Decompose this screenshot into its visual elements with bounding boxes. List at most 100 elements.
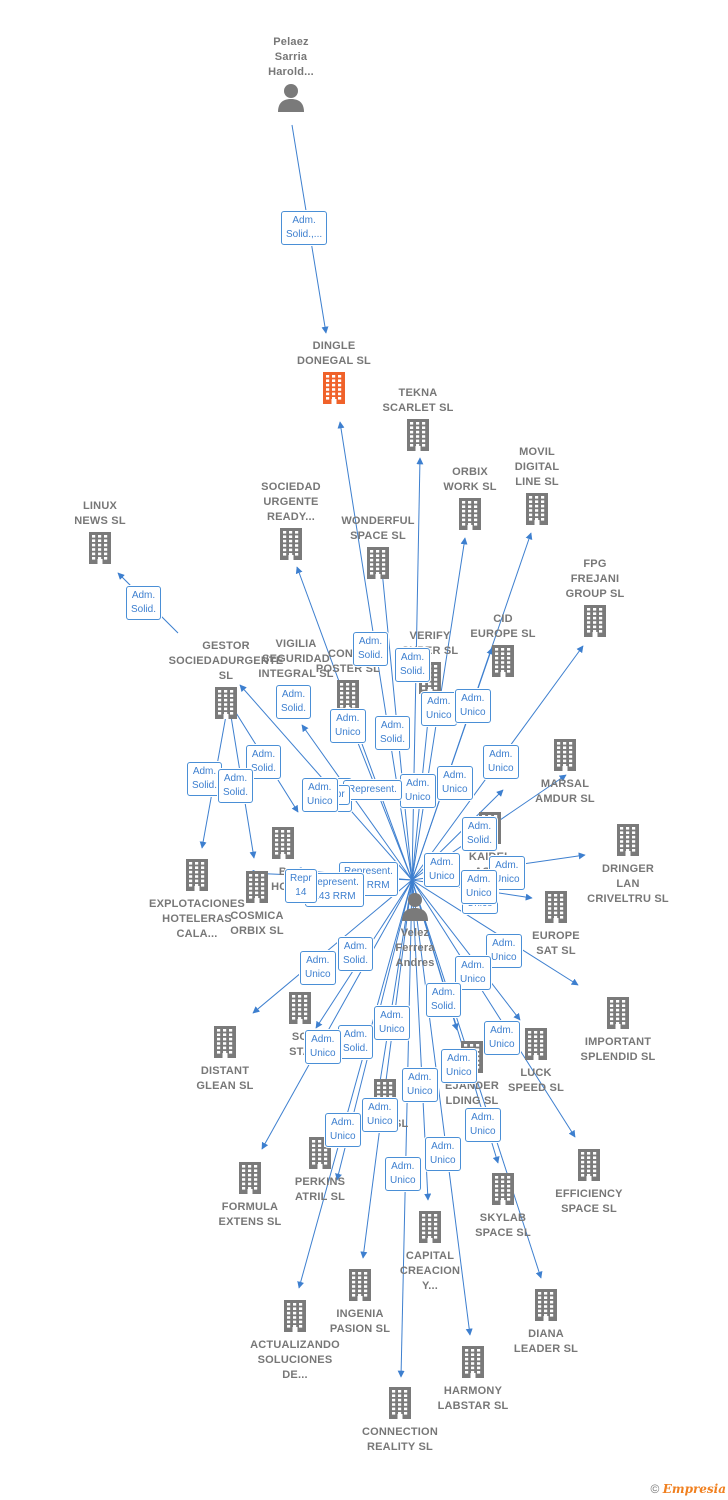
node-label: EFFICIENCY SPACE SL bbox=[555, 1188, 623, 1215]
relation-label[interactable]: Adm. Unico bbox=[424, 853, 460, 887]
node-tekna[interactable]: TEKNA SCARLET SL bbox=[358, 386, 478, 457]
node-efficiency[interactable]: EFFICIENCY SPACE SL bbox=[529, 1146, 649, 1217]
relation-label[interactable]: Represent. bbox=[343, 780, 402, 800]
relation-label[interactable]: Adm. Solid. bbox=[375, 716, 411, 750]
node-actualizando[interactable]: ACTUALIZANDO SOLUCIONES DE... bbox=[235, 1297, 355, 1383]
relation-label[interactable]: Adm. Unico bbox=[374, 1006, 410, 1040]
relation-label[interactable]: Adm. Solid. bbox=[395, 648, 431, 682]
relation-label[interactable]: Adm. Unico bbox=[437, 766, 473, 800]
relation-label[interactable]: Adm. Solid. bbox=[426, 983, 462, 1017]
node-cid[interactable]: CID EUROPE SL bbox=[443, 612, 563, 683]
relation-label[interactable]: Adm. Unico bbox=[400, 774, 436, 808]
building-icon bbox=[190, 1161, 310, 1200]
node-pelaez[interactable]: Pelaez Sarria Harold... bbox=[231, 35, 351, 117]
edge-line bbox=[360, 879, 413, 1259]
node-label: COSMICA ORBIX SL bbox=[230, 910, 284, 937]
node-label: FPG FREJANI GROUP SL bbox=[565, 558, 625, 600]
node-harmony[interactable]: HARMONY LABSTAR SL bbox=[413, 1343, 533, 1414]
building-icon bbox=[340, 1386, 460, 1425]
node-label: LINUX NEWS SL bbox=[74, 500, 126, 527]
node-orbixwork[interactable]: ORBIX WORK SL bbox=[410, 465, 530, 536]
relation-label[interactable]: Adm. Unico bbox=[362, 1098, 398, 1132]
relation-label[interactable]: Adm. Unico bbox=[300, 951, 336, 985]
building-icon bbox=[231, 527, 351, 566]
building-icon bbox=[496, 890, 616, 929]
node-skylab[interactable]: SKYLAB SPACE SL bbox=[443, 1170, 563, 1241]
relation-label[interactable]: Adm. Solid. bbox=[276, 685, 312, 719]
node-capital[interactable]: CAPITAL CREACION Y... bbox=[370, 1208, 490, 1294]
node-label: CONNECTION REALITY SL bbox=[362, 1426, 438, 1453]
building-icon bbox=[274, 371, 394, 410]
node-linux[interactable]: LINUX NEWS SL bbox=[40, 499, 160, 570]
building-icon bbox=[223, 826, 343, 865]
relation-label[interactable]: Adm. Unico bbox=[455, 689, 491, 723]
node-diana[interactable]: DIANA LEADER SL bbox=[486, 1286, 606, 1357]
node-label: DRINGER LAN CRIVELTRU SL bbox=[587, 863, 669, 905]
building-icon bbox=[410, 497, 530, 536]
building-icon bbox=[476, 1027, 596, 1066]
relation-label[interactable]: Adm. Unico bbox=[402, 1068, 438, 1102]
node-label: ORBIX WORK SL bbox=[443, 466, 497, 493]
node-europesat[interactable]: EUROPE SAT SL bbox=[496, 888, 616, 959]
relation-label[interactable]: Adm. Unico bbox=[325, 1113, 361, 1147]
node-sociedadurgente[interactable]: SOCIEDAD URGENTE READY... bbox=[231, 480, 351, 566]
node-label: DIANA LEADER SL bbox=[513, 1328, 579, 1355]
relation-label[interactable]: Adm. Unico bbox=[441, 1049, 477, 1083]
relation-label[interactable]: Adm. Solid. bbox=[126, 586, 162, 620]
building-icon bbox=[558, 996, 678, 1035]
relation-label[interactable]: Adm. Solid. bbox=[338, 1025, 374, 1059]
relation-label[interactable]: Adm. Solid. bbox=[338, 937, 374, 971]
node-explotaciones[interactable]: EXPLOTACIONES HOTELERAS CALA... bbox=[137, 856, 257, 942]
node-velez[interactable]: Velez Ferrera Andres bbox=[355, 889, 475, 971]
relation-label[interactable]: Repr 14 bbox=[285, 869, 317, 903]
relation-label[interactable]: Adm. Unico bbox=[385, 1157, 421, 1191]
node-label: EJANDER LDING SL bbox=[445, 1080, 499, 1107]
node-marsal[interactable]: MARSAL AMDUR SL bbox=[505, 736, 625, 807]
relation-label[interactable]: Adm. Unico bbox=[302, 778, 338, 812]
relation-label[interactable]: Adm. Solid. bbox=[353, 632, 389, 666]
node-wonderful[interactable]: WONDERFUL SPACE SL bbox=[318, 514, 438, 585]
node-movil[interactable]: MOVIL DIGITAL LINE SL bbox=[477, 445, 597, 531]
copyright-icon: © bbox=[650, 1482, 660, 1496]
node-label: VIGILIA SEGURIDAD INTEGRAL SL bbox=[258, 638, 334, 680]
relation-label[interactable]: Adm. Unico bbox=[484, 1021, 520, 1055]
node-fpg[interactable]: FPG FREJANI GROUP SL bbox=[535, 557, 655, 643]
node-important[interactable]: IMPORTANT SPLENDID SL bbox=[558, 994, 678, 1065]
node-label: ACTUALIZANDO SOLUCIONES DE... bbox=[250, 1339, 340, 1381]
edge-line bbox=[397, 879, 413, 1378]
relation-label[interactable]: Adm. Unico bbox=[461, 870, 497, 904]
node-formula[interactable]: FORMULA EXTENS SL bbox=[190, 1159, 310, 1230]
node-ingenia[interactable]: INGENIA PASION SL bbox=[300, 1266, 420, 1337]
brand-logo[interactable]: Empresia bbox=[662, 1482, 726, 1496]
node-connection[interactable]: CONNECTION REALITY SL bbox=[340, 1384, 460, 1455]
relation-label[interactable]: Adm. Solid. bbox=[218, 769, 254, 803]
building-icon bbox=[477, 492, 597, 531]
node-dingle[interactable]: DINGLE DONEGAL SL bbox=[274, 339, 394, 410]
node-dringer[interactable]: DRINGER LAN CRIVELTRU SL bbox=[568, 821, 688, 907]
edge-line bbox=[411, 879, 521, 1021]
relation-label[interactable]: Adm. Solid. bbox=[187, 762, 223, 796]
relation-label[interactable]: Adm. Solid.,... bbox=[281, 211, 328, 245]
building-icon bbox=[413, 1345, 533, 1384]
relation-label[interactable]: Adm. Unico bbox=[425, 1137, 461, 1171]
relation-label[interactable]: Adm. Solid. bbox=[246, 745, 282, 779]
relation-label[interactable]: Adm. Unico bbox=[305, 1030, 341, 1064]
relation-label[interactable]: Adm. Solid. bbox=[462, 817, 498, 851]
node-label: MARSAL AMDUR SL bbox=[535, 778, 595, 805]
node-gestor[interactable]: GESTOR SOCIEDADURGENTE SL bbox=[166, 639, 286, 725]
building-icon bbox=[166, 686, 286, 725]
relation-label[interactable]: Adm. Unico bbox=[483, 745, 519, 779]
node-label: CID EUROPE SL bbox=[470, 613, 536, 640]
relation-label[interactable]: Adm. Unico bbox=[486, 934, 522, 968]
relation-label[interactable]: Adm. Unico bbox=[465, 1108, 501, 1142]
relation-label[interactable]: Adm. Unico bbox=[330, 709, 366, 743]
node-distant[interactable]: DISTANT GLEAN SL bbox=[165, 1023, 285, 1094]
node-perkins[interactable]: PERKINS ATRIL SL bbox=[260, 1134, 380, 1205]
relation-label[interactable]: Adm. Unico bbox=[421, 692, 457, 726]
node-label: GESTOR SOCIEDADURGENTE SL bbox=[168, 640, 284, 682]
node-cosmica[interactable]: COSMICA ORBIX SL bbox=[197, 868, 317, 939]
node-luck[interactable]: LUCK SPEED SL bbox=[476, 1025, 596, 1096]
building-icon bbox=[529, 1148, 649, 1187]
node-label: INGENIA PASION SL bbox=[329, 1308, 391, 1335]
